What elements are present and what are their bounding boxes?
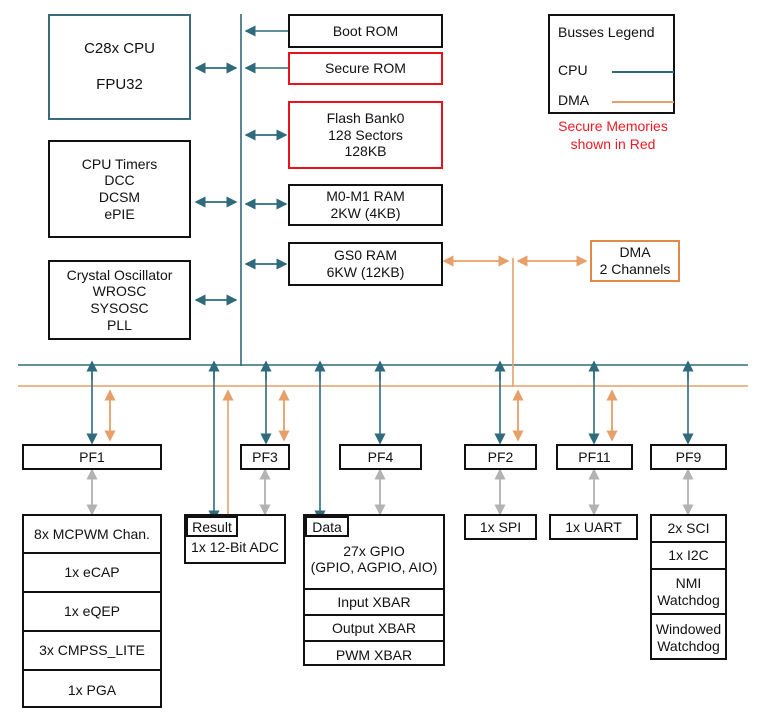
memory-m0m1-ram: M0-M1 RAM 2KW (4KB) <box>288 184 443 226</box>
memory-flash-bank0: Flash Bank0 128 Sectors 128KB <box>288 101 443 169</box>
flash-line-1: 128 Sectors <box>328 126 403 143</box>
clock-line-2: SYSOSC <box>90 300 149 316</box>
memory-gs0-ram: GS0 RAM 6KW (12KB) <box>288 242 443 286</box>
timers-line-0: CPU Timers <box>81 155 158 172</box>
peripheral-frame-pf11[interactable]: PF11 <box>556 444 633 470</box>
pf1-label: PF1 <box>79 448 105 465</box>
gpio-line-1: 27x GPIO <box>343 542 405 559</box>
pf9-peripheral-stack: 2x SCI 1x I2C NMI Watchdog Windowed Watc… <box>650 514 727 660</box>
pf2-label: PF2 <box>487 448 514 465</box>
pf1-peripheral-stack: 8x MCPWM Chan. 1x eCAP 1x eQEP 3x CMPSS_… <box>22 514 162 708</box>
pf4-item-3: PWM XBAR <box>335 646 413 663</box>
legend-swatch-cpu <box>612 71 674 73</box>
cpu-label-line1: C28x CPU <box>84 40 155 58</box>
gs0-line-0: GS0 RAM <box>333 247 397 264</box>
boot-rom-label: Boot ROM <box>332 22 399 39</box>
secure-rom-label: Secure ROM <box>325 60 406 77</box>
secure-note-line2: shown in Red <box>570 135 656 152</box>
clock-block: Crystal Oscillator WROSC SYSOSC PLL <box>48 260 191 340</box>
pf11-item-0: 1x UART <box>565 518 622 535</box>
c28x-cpu-block: C28x CPU FPU32 <box>48 14 191 120</box>
memory-secure-rom: Secure ROM <box>288 52 443 85</box>
pf2-item-0: 1x SPI <box>479 518 522 535</box>
legend-label-dma: DMA <box>558 92 590 108</box>
peripheral-frame-pf4[interactable]: PF4 <box>339 444 422 470</box>
secure-memory-note: Secure Memories shown in Red <box>538 118 688 153</box>
pf4-item-2: Output XBAR <box>305 616 443 642</box>
pf9-item-3: Windowed Watchdog <box>655 621 722 654</box>
m0m1-line-1: 2KW (4KB) <box>330 205 401 221</box>
pf1-item-3: 3x CMPSS_LITE <box>24 632 160 671</box>
pf11-label: PF11 <box>578 448 611 465</box>
timers-line-3: ePIE <box>104 205 135 222</box>
peripheral-frame-pf9[interactable]: PF9 <box>650 444 727 470</box>
clock-line-0: Crystal Oscillator <box>66 266 173 283</box>
pf9-item-2: NMI Watchdog <box>652 570 725 615</box>
pf9-item-0: 2x SCI <box>652 516 725 543</box>
peripheral-frame-pf2[interactable]: PF2 <box>464 444 537 470</box>
pf2-peripheral-stack: 1x SPI <box>464 514 537 540</box>
pf3-label: PF3 <box>252 448 278 465</box>
pf11-peripheral-stack: 1x UART <box>549 514 638 540</box>
pf9-label: PF9 <box>675 448 702 465</box>
pf1-item-0: 8x MCPWM Chan. <box>24 516 160 554</box>
dma-line-1: DMA <box>619 244 651 261</box>
flash-line-2: 128KB <box>344 143 387 160</box>
pf4-item-0: 27x GPIO (GPIO, AGPIO, AIO) <box>305 516 443 590</box>
memory-boot-rom: Boot ROM <box>288 14 443 48</box>
pf3-item-0: 1x 12-Bit ADC <box>191 538 279 555</box>
cpu-label-line2: FPU32 <box>96 76 143 93</box>
pf1-item-4: 1x PGA <box>67 682 117 699</box>
clock-line-3: PLL <box>107 316 132 333</box>
timers-line-2: DCSM <box>98 189 141 205</box>
peripheral-frame-pf3[interactable]: PF3 <box>240 444 290 470</box>
peripheral-frame-pf1[interactable]: PF1 <box>22 444 162 470</box>
pf4-peripheral-stack: 27x GPIO (GPIO, AGPIO, AIO) Input XBAR O… <box>303 514 445 666</box>
clock-line-1: WROSC <box>92 283 147 300</box>
secure-note-line1: Secure Memories <box>558 118 668 134</box>
flash-line-0: Flash Bank0 <box>326 110 405 127</box>
m0m1-line-0: M0-M1 RAM <box>326 188 405 205</box>
cpu-timers-block: CPU Timers DCC DCSM ePIE <box>48 140 191 238</box>
pf4-data-tag: Data <box>305 516 349 537</box>
pf9-item-1: 1x I2C <box>652 543 725 570</box>
legend-label-cpu: CPU <box>558 62 588 78</box>
pf1-item-2: 1x eQEP <box>24 593 160 632</box>
gs0-line-1: 6KW (12KB) <box>326 264 405 280</box>
timers-line-1: DCC <box>104 172 135 189</box>
dma-line-2: 2 Channels <box>599 261 671 277</box>
pf3-result-tag: Result <box>186 516 238 537</box>
legend-swatch-dma <box>612 101 674 103</box>
pf1-item-1: 1x eCAP <box>24 554 160 593</box>
gpio-line-2: (GPIO, AGPIO, AIO) <box>310 559 438 575</box>
pf4-item-1: Input XBAR <box>305 590 443 616</box>
legend-title: Busses Legend <box>558 24 655 40</box>
pf4-label: PF4 <box>367 448 394 465</box>
dma-block: DMA 2 Channels <box>590 240 680 282</box>
busses-legend: Busses Legend CPU DMA <box>548 14 675 114</box>
